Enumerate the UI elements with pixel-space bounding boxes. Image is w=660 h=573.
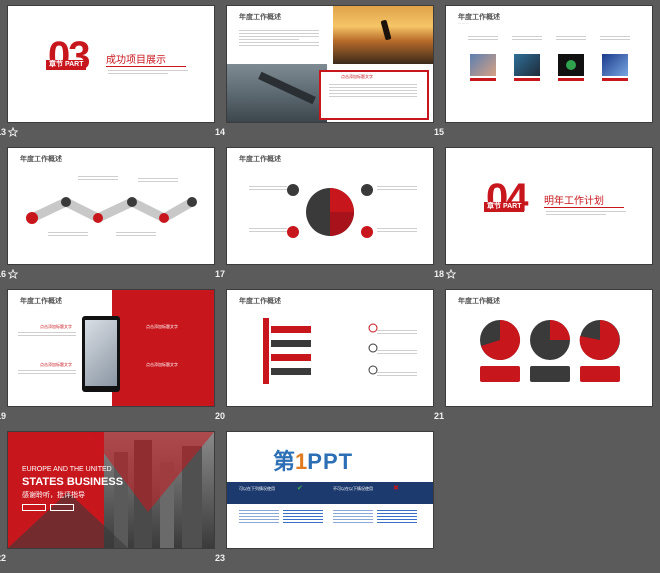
sunset-runner-photo <box>333 6 433 64</box>
zigzag-timeline <box>26 197 197 224</box>
slide-13[interactable]: 03 章节 PART 成功项目展示 <box>8 6 214 122</box>
slide-number: 13 <box>0 127 6 137</box>
slide-heading: 年度工作概述 <box>20 156 62 163</box>
slide-19[interactable]: 年度工作概述 点击添加标题文字 点击添加标题文字 点击添加标题文字 点击添加标题… <box>8 290 214 406</box>
slide-number: 15 <box>433 127 444 137</box>
frame-caption: 点击添加标题文字 <box>341 74 373 79</box>
cover-line-1: EUROPE AND THE UNITED <box>22 466 112 473</box>
sea-rocks-photo <box>227 64 327 122</box>
pie-row <box>480 319 620 360</box>
slide-number: 18 <box>433 269 444 279</box>
slide-number: 17 <box>214 269 225 279</box>
logo: 第1PPT <box>273 449 354 474</box>
chapter-number: 04 <box>486 176 528 220</box>
slide-20[interactable]: 年度工作概述 <box>227 290 433 406</box>
slide-17[interactable]: 年度工作概述 <box>227 148 433 264</box>
left-label: 点击添加标题文字 <box>40 324 72 329</box>
right-label-2: 点击添加标题文字 <box>146 362 178 367</box>
left-heading: 可以在下列情况使用 <box>239 486 275 491</box>
slide-heading: 年度工作概述 <box>239 298 281 305</box>
slide-number: 20 <box>214 411 225 421</box>
slide-14[interactable]: 年度工作概述 点击添加标题文字 <box>227 6 433 122</box>
chapter-number: 03 <box>48 34 90 78</box>
left-label-2: 点击添加标题文字 <box>40 362 72 367</box>
cross-icon: ✖ <box>393 485 399 492</box>
photo-1 <box>470 54 496 76</box>
slide-number: 19 <box>0 411 6 421</box>
slide-number: 14 <box>214 127 225 137</box>
slide-title: 成功项目展示 <box>106 55 166 66</box>
slide-number: 16 <box>0 269 6 279</box>
right-heading: 不可以在以下情况使用 <box>333 486 373 491</box>
slide-number: 21 <box>433 411 444 421</box>
chapter-label: 章节 PART <box>484 202 525 212</box>
slide-title: 明年工作计划 <box>544 196 604 207</box>
slide-23[interactable]: 第1PPT 可以在下列情况使用 不可以在以下情况使用 ✔ ✖ <box>227 432 433 548</box>
cover-line-2: STATES BUSINESS <box>22 476 124 488</box>
star-icon[interactable] <box>446 269 456 279</box>
slide-15[interactable]: 年度工作概述 — — — <box>446 6 652 122</box>
star-icon[interactable] <box>8 269 18 279</box>
slide-21[interactable]: 年度工作概述 <box>446 290 652 406</box>
slide-heading: 年度工作概述 <box>458 298 500 305</box>
slide-number: 23 <box>214 553 225 563</box>
slide-18[interactable]: 04 章节 PART 明年工作计划 <box>446 148 652 264</box>
slide-heading: 年度工作概述 <box>20 298 62 305</box>
slide-heading: 年度工作概述 <box>239 14 281 21</box>
right-label: 点击添加标题文字 <box>146 324 178 329</box>
slide-heading: 年度工作概述 <box>458 14 500 21</box>
pencil-graphic <box>263 318 269 384</box>
photo-2 <box>514 54 540 76</box>
slide-number: 22 <box>0 553 6 563</box>
chapter-label: 章节 PART <box>46 60 87 70</box>
red-panel <box>112 290 214 406</box>
cover-line-3: 感谢聆听，批评指导 <box>22 492 85 499</box>
info-band <box>227 482 433 504</box>
slide-16[interactable]: 年度工作概述 <box>8 148 214 264</box>
star-icon[interactable] <box>8 127 18 137</box>
photo-3 <box>558 54 584 76</box>
check-icon: ✔ <box>297 485 303 492</box>
slide-22[interactable]: EUROPE AND THE UNITED STATES BUSINESS 感谢… <box>8 432 214 548</box>
highlight-frame: 点击添加标题文字 <box>319 70 429 120</box>
segmented-sphere <box>287 184 373 238</box>
slide-heading: 年度工作概述 <box>239 156 281 163</box>
tablet-photo <box>82 316 120 392</box>
photo-4 <box>602 54 628 76</box>
